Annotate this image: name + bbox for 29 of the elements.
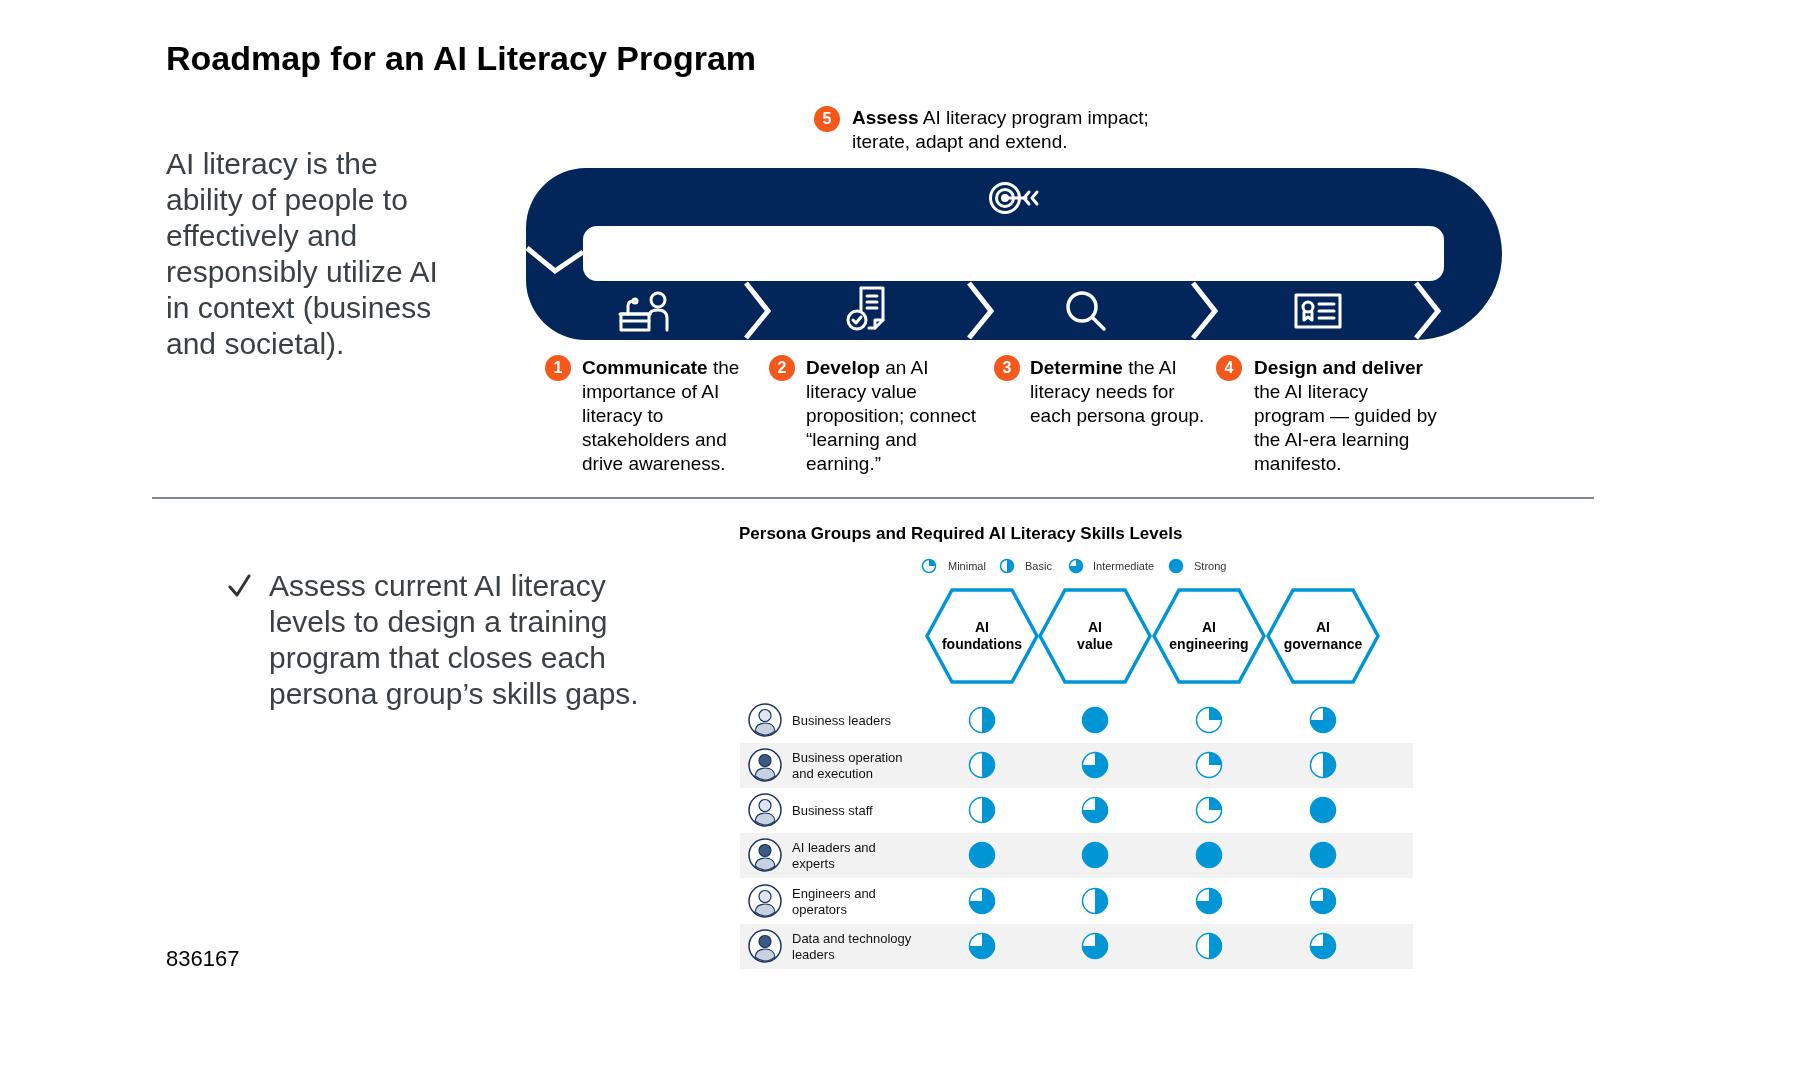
skill-hexagon: AI governance bbox=[1266, 588, 1380, 684]
intro-paragraph: AI literacy is the ability of people to effectively and responsibly utilize AI in context (business and societal). bbox=[166, 146, 439, 362]
persona-name: Data and technology leaders bbox=[792, 930, 913, 963]
number-circle: 3 bbox=[994, 355, 1020, 381]
legend-label: Minimal bbox=[948, 559, 986, 573]
bullet-text: Assess current AI literacy levels to design a training program that closes each persona group’s skills gaps. bbox=[269, 568, 640, 712]
persona-name: Engineers and operators bbox=[792, 885, 877, 918]
step-description: Assess AI literacy program impact; iterate, adapt and extend. bbox=[852, 106, 1150, 154]
number-circle: 4 bbox=[1216, 355, 1242, 381]
persona-name: AI leaders and experts bbox=[792, 839, 877, 872]
skill-hexagon: AI foundations bbox=[925, 588, 1039, 684]
step-description: Communicate the importance of AI literacy to stakeholders and drive awareness. bbox=[582, 356, 741, 476]
step-description: Determine the AI literacy needs for each persona group. bbox=[1030, 356, 1206, 428]
number-circle: 1 bbox=[545, 355, 571, 381]
table-title: Persona Groups and Required AI Literacy Skills Levels bbox=[739, 524, 1183, 544]
step-description: Design and deliver the AI literacy program — guided by the AI-era learning manifesto. bbox=[1254, 356, 1438, 476]
skill-hexagon: AI value bbox=[1038, 588, 1152, 684]
persona-name: Business leaders bbox=[792, 712, 891, 729]
persona-name: Business operation and execution bbox=[792, 749, 904, 782]
number-circle: 2 bbox=[769, 355, 795, 381]
legend-label: Intermediate bbox=[1093, 559, 1155, 573]
page-title: Roadmap for an AI Literacy Program bbox=[166, 38, 757, 78]
persona-name: Business staff bbox=[792, 802, 873, 819]
legend-label: Strong bbox=[1194, 559, 1227, 573]
document-number: 836167 bbox=[166, 946, 240, 972]
skill-hexagon: AI engineering bbox=[1152, 588, 1266, 684]
legend-label: Basic bbox=[1025, 559, 1052, 573]
number-circle: 5 bbox=[814, 106, 840, 132]
step-description: Develop an AI literacy value proposition; connect “learning and earning.” bbox=[806, 356, 978, 476]
